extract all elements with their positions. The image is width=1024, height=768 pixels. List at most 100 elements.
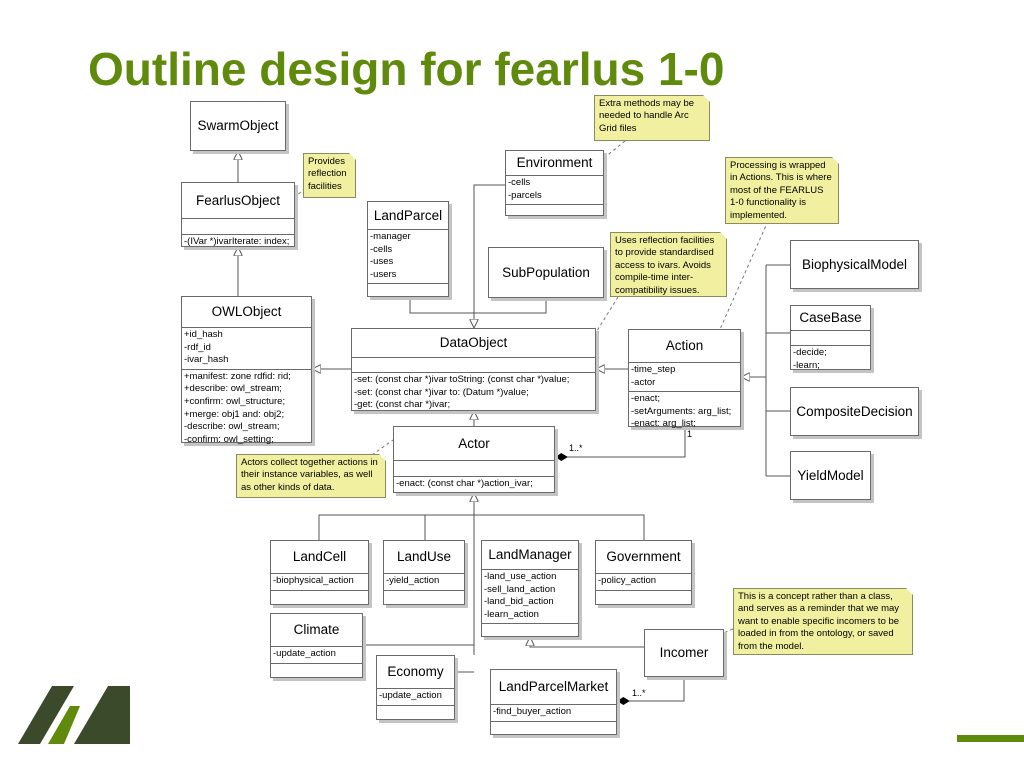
class-subpopulation[interactable]: SubPopulation xyxy=(488,247,604,298)
class-name: LandParcelMarket xyxy=(498,679,609,694)
note-link-arcgrid xyxy=(603,140,626,159)
class-compositedecision[interactable]: CompositeDecision xyxy=(790,387,919,436)
class-yieldmodel[interactable]: YieldModel xyxy=(790,451,871,500)
attribute: -time_step xyxy=(631,364,676,375)
method: -get: (const char *)ivar; xyxy=(354,399,451,411)
method-compartment xyxy=(482,623,578,636)
class-economy[interactable]: Economy -update_action xyxy=(376,655,455,720)
attribute: -uses xyxy=(370,256,394,268)
method-compartment: -enact; -setArguments: arg_list; -enact:… xyxy=(629,391,740,433)
link-subclass-bus xyxy=(318,514,645,540)
method: -describe: owl_stream; xyxy=(184,421,280,433)
attribute: -cells xyxy=(508,177,531,188)
class-owlobject[interactable]: OWLObject +id_hash -rdf_id -ivar_hash +m… xyxy=(181,296,312,445)
attribute: -biophysical_action xyxy=(273,575,354,586)
link-incomer-landmanager xyxy=(530,637,644,648)
method: +confirm: owl_structure; xyxy=(184,395,286,407)
macaulay-logo xyxy=(18,686,130,744)
link-environment-data xyxy=(474,184,505,328)
class-landmanager[interactable]: LandManager -land_use_action -sell_land_… xyxy=(481,540,579,637)
note-link-processing xyxy=(716,220,769,337)
attribute: -update_action xyxy=(273,648,336,659)
class-actor[interactable]: Actor -enact: (const char *)action_ivar; xyxy=(393,426,555,493)
class-name: Environment xyxy=(516,155,593,170)
method-compartment xyxy=(377,704,454,718)
attribute-compartment xyxy=(791,330,870,345)
attribute: -policy_action xyxy=(598,575,657,586)
attribute-compartment: -find_buyer_action xyxy=(491,704,616,721)
method-compartment xyxy=(271,662,362,676)
class-dataobject[interactable]: DataObject -set: (const char *)ivar toSt… xyxy=(351,328,596,411)
attribute: +id_hash xyxy=(184,329,223,340)
attribute-compartment: -cells -parcels xyxy=(506,175,603,204)
class-name: DataObject xyxy=(439,335,508,350)
page-title: Outline design for fearlus 1-0 xyxy=(88,43,725,95)
class-fearlusobject[interactable]: FearlusObject -(IVar *)ivarIterate: inde… xyxy=(181,182,295,247)
method: -(IVar *)ivarIterate: index; xyxy=(184,236,290,247)
note-actors: Actors collect together actions in their… xyxy=(236,454,386,498)
method-compartment xyxy=(384,589,464,603)
class-name: FearlusObject xyxy=(195,193,281,208)
attribute-compartment: -time_step -actor xyxy=(629,362,740,391)
attribute: -cells xyxy=(370,243,393,255)
footer-bar xyxy=(957,735,1024,742)
method-compartment xyxy=(491,720,616,734)
method: -decide; xyxy=(793,347,827,358)
class-climate[interactable]: Climate -update_action xyxy=(270,613,363,678)
note-link-actors xyxy=(371,439,394,456)
class-name: SubPopulation xyxy=(502,265,590,280)
attribute-compartment: -biophysical_action xyxy=(271,573,368,590)
class-name: LandCell xyxy=(292,549,347,564)
class-landparcel[interactable]: LandParcel -manager -cells -uses -users xyxy=(367,201,449,297)
class-name: LandParcel xyxy=(373,208,443,223)
multiplicity-market-incomer-many: 1..* xyxy=(632,688,646,698)
attribute: -sell_land_action xyxy=(484,583,556,595)
class-landuse[interactable]: LandUse -yield_action xyxy=(383,540,465,605)
attribute: -parcels xyxy=(508,189,542,201)
method: +merge: obj1 and: obj2; xyxy=(184,408,285,420)
class-name: Incomer xyxy=(659,645,709,660)
method-compartment xyxy=(271,589,368,603)
logo-stroke-middle xyxy=(48,706,80,744)
class-name: SwarmObject xyxy=(197,118,279,133)
link-incomer-market xyxy=(617,677,685,705)
attribute: -land_bid_action xyxy=(484,596,554,608)
note-arcgrid: Extra methods may be needed to handle Ar… xyxy=(594,95,710,141)
attribute: -users xyxy=(370,268,397,280)
class-biophysicalmodel[interactable]: BiophysicalModel xyxy=(790,240,919,289)
class-landcell[interactable]: LandCell -biophysical_action xyxy=(270,540,369,605)
logo-stroke-right xyxy=(74,686,130,744)
method-compartment: -(IVar *)ivarIterate: index; xyxy=(182,234,294,251)
link-landparcel-data xyxy=(409,297,474,314)
method-compartment: -set: (const char *)ivar toString: (cons… xyxy=(352,372,595,414)
class-name: Action xyxy=(665,338,704,353)
class-government[interactable]: Government -policy_action xyxy=(595,540,692,605)
attribute-compartment: -update_action xyxy=(377,688,454,705)
attribute-compartment: -update_action xyxy=(271,646,362,663)
class-name: CompositeDecision xyxy=(796,404,913,419)
attribute: -learn_action xyxy=(484,608,539,620)
method: -enact; xyxy=(631,393,661,405)
attribute: -find_buyer_action xyxy=(493,706,572,717)
attribute: -update_action xyxy=(379,690,442,701)
class-landparcelmarket[interactable]: LandParcelMarket -find_buyer_action xyxy=(490,669,617,735)
note-processing: Processing is wrapped in Actions. This i… xyxy=(725,157,839,224)
class-name: BiophysicalModel xyxy=(801,257,908,272)
class-casebase[interactable]: CaseBase -decide; -learn; xyxy=(790,305,871,371)
class-action[interactable]: Action -time_step -actor -enact; -setArg… xyxy=(628,329,741,429)
class-environment[interactable]: Environment -cells -parcels xyxy=(505,150,604,216)
class-name: LandManager xyxy=(488,547,572,562)
method: +manifest: zone rdfid: rid; xyxy=(184,370,291,382)
method: -set: (const char *)ivar to: (Datum *)va… xyxy=(354,386,529,398)
note-incomer: This is a concept rather than a class, a… xyxy=(733,588,913,655)
class-swarmobject[interactable]: SwarmObject xyxy=(190,101,286,151)
logo-stroke-left xyxy=(18,686,74,744)
attribute-compartment xyxy=(352,357,595,372)
method-compartment: -decide; -learn; xyxy=(791,345,870,374)
attribute: -yield_action xyxy=(386,575,440,586)
class-name: Economy xyxy=(387,664,444,679)
method: -setArguments: arg_list; xyxy=(631,405,732,417)
class-incomer[interactable]: Incomer xyxy=(644,629,724,677)
method: -set: (const char *)ivar toString: (cons… xyxy=(354,374,570,385)
